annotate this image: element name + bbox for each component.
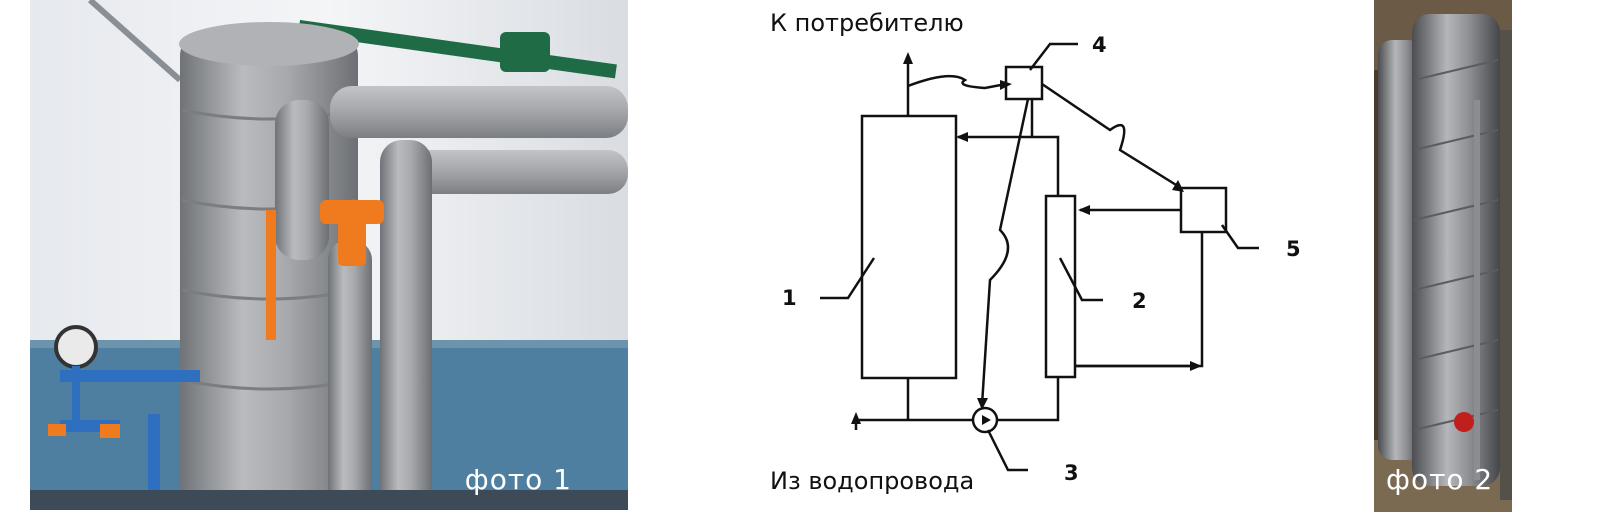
label-from-water-supply: Из водопровода	[770, 467, 974, 495]
pump-to-heater-pipe	[997, 377, 1060, 422]
leader-4	[1029, 42, 1078, 71]
arrow-signal-3	[977, 398, 988, 410]
component-5-controller	[1179, 186, 1228, 234]
pump-triangle	[982, 415, 991, 425]
arrow-signal-5	[1172, 180, 1184, 192]
arrow-into-tank	[956, 132, 968, 142]
component-1-tank	[860, 114, 958, 380]
leader-2	[1058, 257, 1103, 302]
schematic-diagram: К потребителю Из водопровода	[770, 9, 1301, 495]
leader-5	[1220, 224, 1259, 250]
photo-1-illustration	[30, 0, 628, 510]
label-to-consumer: К потребителю	[770, 9, 964, 37]
signal-sensor-to-pump	[980, 98, 1030, 406]
component-2-heater	[1044, 194, 1077, 379]
arrow-into-heater	[1078, 205, 1090, 215]
arrow-to-controller	[1190, 361, 1202, 371]
component-4-sensor	[1004, 65, 1044, 101]
arrowheads	[851, 52, 1202, 425]
photo-1: фото 1	[30, 0, 628, 510]
number-2: 2	[1132, 289, 1147, 313]
number-3: 3	[1064, 461, 1079, 485]
signal-outlet-to-sensor	[907, 74, 1007, 90]
heater-to-tank-pipe	[958, 135, 1060, 196]
arrow-outlet	[903, 52, 913, 64]
arrow-inlet	[851, 412, 861, 424]
photo-2-illustration	[1374, 0, 1512, 512]
number-1: 1	[782, 286, 797, 310]
leader-3	[986, 429, 1028, 472]
schematic-lines	[820, 42, 1259, 472]
photo-2-caption: фото 2	[1386, 463, 1494, 496]
photo-1-caption: фото 1	[464, 463, 572, 496]
leader-1	[820, 257, 876, 300]
signal-sensor-to-controller	[1041, 82, 1182, 190]
arrow-signal-4	[1000, 80, 1012, 90]
photo-2: фото 2	[1374, 0, 1512, 512]
number-5: 5	[1286, 237, 1301, 261]
number-4: 4	[1092, 33, 1107, 57]
